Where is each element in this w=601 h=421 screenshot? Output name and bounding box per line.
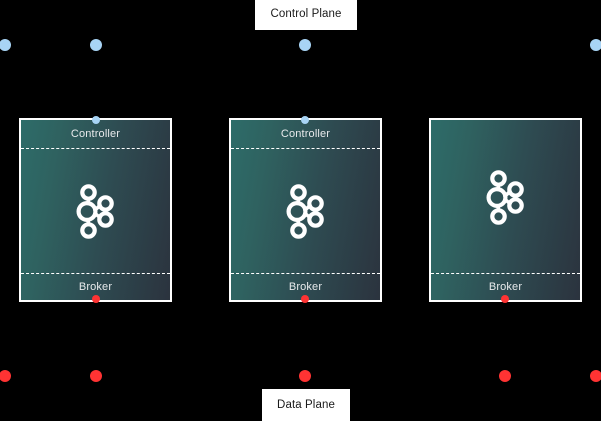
data-plane-dot-3[interactable] [299,370,311,382]
node-3-broker-section: Broker [431,273,580,300]
node-1-logo-area [21,149,170,273]
control-plane-dot-1[interactable] [0,39,11,51]
node-3-data-endpoint[interactable] [501,295,509,303]
data-plane-dot-5[interactable] [590,370,601,382]
node-2-controller-section: Controller [231,120,380,149]
control-plane-dot-2[interactable] [90,39,102,51]
data-plane-dot-2[interactable] [90,370,102,382]
node-1-broker-label: Broker [78,281,113,293]
node-2-controller-label: Controller [280,128,331,140]
node-2-broker-label: Broker [288,281,323,293]
node-1-controller-section: Controller [21,120,170,149]
node-2-logo-area [231,149,380,273]
node-2-data-endpoint[interactable] [301,295,309,303]
control-plane-dot-3[interactable] [299,39,311,51]
node-1-controller-label: Controller [70,128,121,140]
data-plane-label: Data Plane [262,389,350,421]
control-plane-label: Control Plane [255,0,357,30]
node-1-broker-section: Broker [21,273,170,300]
node-3-broker-label: Broker [488,281,523,293]
data-plane-dot-1[interactable] [0,370,11,382]
node-card-1[interactable]: Controller Broker [19,118,172,302]
data-plane-dot-4[interactable] [499,370,511,382]
node-2-control-endpoint[interactable] [301,116,309,124]
kafka-logo [286,184,324,239]
node-card-2[interactable]: Controller Broker [229,118,382,302]
node-3-logo-area [431,120,580,273]
node-1-control-endpoint[interactable] [92,116,100,124]
kafka-logo [76,184,114,239]
control-plane-dot-4[interactable] [590,39,601,51]
kafka-logo [486,169,524,225]
node-2-broker-section: Broker [231,273,380,300]
node-1-data-endpoint[interactable] [92,295,100,303]
node-card-3[interactable]: Broker [429,118,582,302]
